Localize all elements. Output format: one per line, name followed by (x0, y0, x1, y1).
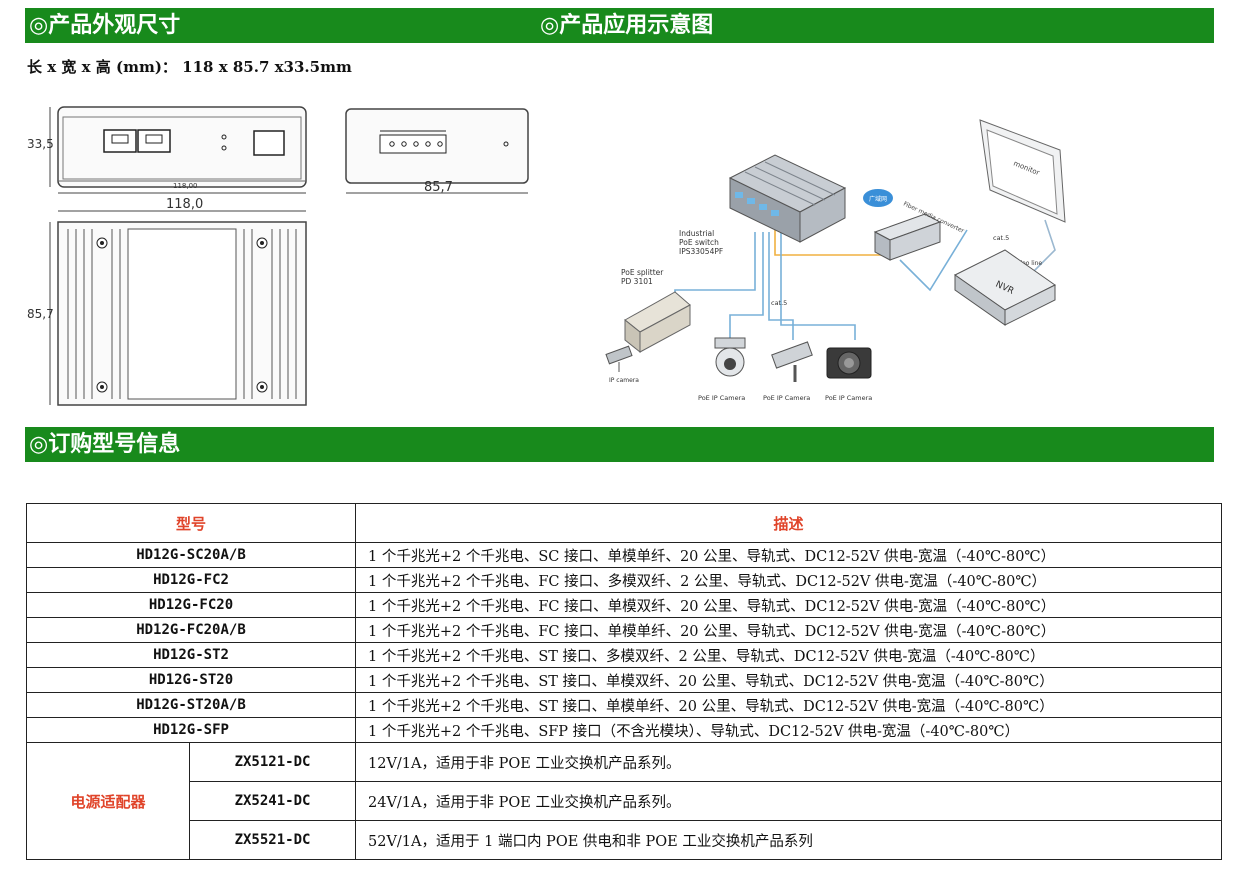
cloud-icon: 广域网 (863, 189, 893, 207)
front-view: 33,5 118,00 (27, 106, 307, 194)
svg-text:广域网: 广域网 (869, 195, 887, 203)
table-row: HD12G-ST20 1 个千兆光+2 个千兆电、ST 接口、单模双纤、20 公… (26, 667, 1222, 693)
application-title: ◎产品应用示意图 (540, 13, 714, 38)
table-row: HD12G-FC2 1 个千兆光+2 个千兆电、FC 接口、多模双纤、2 公里、… (26, 567, 1222, 593)
table-row: HD12G-FC20 1 个千兆光+2 个千兆电、FC 接口、单模双纤、20 公… (26, 592, 1222, 618)
side-depth-label: 85,7 (424, 180, 453, 195)
col-model-header: 型号 (26, 503, 356, 543)
power-row: ZX5521-DC 52V/1A，适用于 1 端口内 POE 供电和非 POE … (27, 820, 1222, 860)
top-length-label: 118,0 (166, 197, 203, 212)
desc-cell: 1 个千兆光+2 个千兆电、FC 接口、单模双纤、20 公里、导轨式、DC12-… (355, 592, 1222, 618)
switch-label-1: Industrial (679, 229, 714, 238)
fiber-converter (873, 213, 942, 261)
cam1-label: PoE IP Camera (698, 394, 745, 402)
section-bar-ordering: ◎订购型号信息 (25, 427, 1214, 462)
power-desc-cell: 12V/1A，适用于非 POE 工业交换机产品系列。 (355, 742, 1222, 782)
bullet-camera (771, 341, 813, 382)
model-cell: HD12G-ST2 (26, 642, 356, 668)
model-cell: HD12G-SC20A/B (26, 542, 356, 568)
desc-cell: 1 个千兆光+2 个千兆电、ST 接口、单模双纤、20 公里、导轨式、DC12-… (355, 667, 1222, 693)
model-cell: HD12G-ST20A/B (26, 692, 356, 718)
poe-splitter (624, 291, 691, 354)
desc-cell: 1 个千兆光+2 个千兆电、FC 接口、多模双纤、2 公里、导轨式、DC12-5… (355, 567, 1222, 593)
desc-cell: 1 个千兆光+2 个千兆电、SC 接口、单模单纤、20 公里、导轨式、DC12-… (355, 542, 1222, 568)
top-depth-label: 85,7 (27, 307, 54, 321)
switch-label-3: IPS33054PF (679, 247, 723, 256)
model-cell: HD12G-FC20 (26, 592, 356, 618)
dimensions-text: 长 x 宽 x 高 (mm)： 118 x 85.7 x33.5mm (27, 58, 352, 76)
switch-device (728, 154, 847, 243)
table-row: HD12G-ST2 1 个千兆光+2 个千兆电、ST 接口、多模双纤、2 公里、… (26, 642, 1222, 668)
power-desc-cell: 52V/1A，适用于 1 端口内 POE 供电和非 POE 工业交换机产品系列 (355, 820, 1222, 860)
table-row: HD12G-FC20A/B 1 个千兆光+2 个千兆电、FC 接口、单模单纤、2… (26, 617, 1222, 643)
photo-camera (826, 347, 872, 379)
desc-cell: 1 个千兆光+2 个千兆电、ST 接口、单模单纤、20 公里、导轨式、DC12-… (355, 692, 1222, 718)
col-desc-header: 描述 (355, 503, 1222, 543)
power-model-cell: ZX5521-DC (189, 820, 356, 860)
power-model-cell: ZX5121-DC (189, 742, 356, 782)
video-label: video line (1013, 260, 1042, 267)
ip-camera (605, 345, 633, 372)
power-adapter-label: 电源适配器 (26, 742, 190, 860)
ordering-title: ◎订购型号信息 (29, 432, 181, 457)
table-header-row: 型号 描述 (26, 503, 1222, 543)
power-model-cell: ZX5241-DC (189, 781, 356, 821)
model-cell: HD12G-FC20A/B (26, 617, 356, 643)
dimensions-title: ◎产品外观尺寸 (29, 13, 181, 38)
splitter-label-1: PoE splitter (621, 268, 664, 277)
cat5-label-top: cat.5 (993, 234, 1009, 242)
front-length-small-label: 118,00 (173, 182, 198, 190)
power-row: 电源适配器 ZX5121-DC 12V/1A，适用于非 POE 工业交换机产品系… (26, 742, 1222, 860)
power-row: ZX5241-DC 24V/1A，适用于非 POE 工业交换机产品系列。 (27, 781, 1222, 821)
desc-cell: 1 个千兆光+2 个千兆电、ST 接口、多模双纤、2 公里、导轨式、DC12-5… (355, 642, 1222, 668)
front-height-label: 33,5 (27, 137, 54, 151)
cam2-label: PoE IP Camera (763, 394, 810, 402)
switch-label-2: PoE switch (679, 238, 719, 247)
ordering-table: 型号 描述 HD12G-SC20A/B 1 个千兆光+2 个千兆电、SC 接口、… (26, 503, 1222, 860)
table-row: HD12G-SFP 1 个千兆光+2 个千兆电、SFP 接口（不含光模块）、导轨… (26, 717, 1222, 743)
side-view: 85,7 (345, 108, 529, 195)
model-cell: HD12G-FC2 (26, 567, 356, 593)
ip-camera-label: IP camera (609, 377, 639, 384)
splitter-label-2: PD 3101 (621, 277, 653, 286)
technical-drawings: 33,5 118,00 85,7 118,0 (27, 106, 529, 406)
section-bar-dimensions: ◎产品外观尺寸 ◎产品应用示意图 (25, 8, 1214, 43)
cam3-label: PoE IP Camera (825, 394, 872, 402)
monitor-device (979, 119, 1066, 223)
table-row: HD12G-ST20A/B 1 个千兆光+2 个千兆电、ST 接口、单模单纤、2… (26, 692, 1222, 718)
dome-camera (714, 337, 746, 377)
application-diagram: Industrial PoE switch IPS33054PF 广域网 Fib… (605, 119, 1066, 402)
table-row: HD12G-SC20A/B 1 个千兆光+2 个千兆电、SC 接口、单模单纤、2… (26, 542, 1222, 568)
nvr-device (954, 249, 1056, 326)
model-cell: HD12G-ST20 (26, 667, 356, 693)
cat5-label-mid: cat.5 (771, 299, 787, 307)
desc-cell: 1 个千兆光+2 个千兆电、SFP 接口（不含光模块）、导轨式、DC12-52V… (355, 717, 1222, 743)
top-view: 118,0 85,7 (27, 197, 307, 406)
power-desc-cell: 24V/1A，适用于非 POE 工业交换机产品系列。 (355, 781, 1222, 821)
desc-cell: 1 个千兆光+2 个千兆电、FC 接口、单模单纤、20 公里、导轨式、DC12-… (355, 617, 1222, 643)
model-cell: HD12G-SFP (26, 717, 356, 743)
